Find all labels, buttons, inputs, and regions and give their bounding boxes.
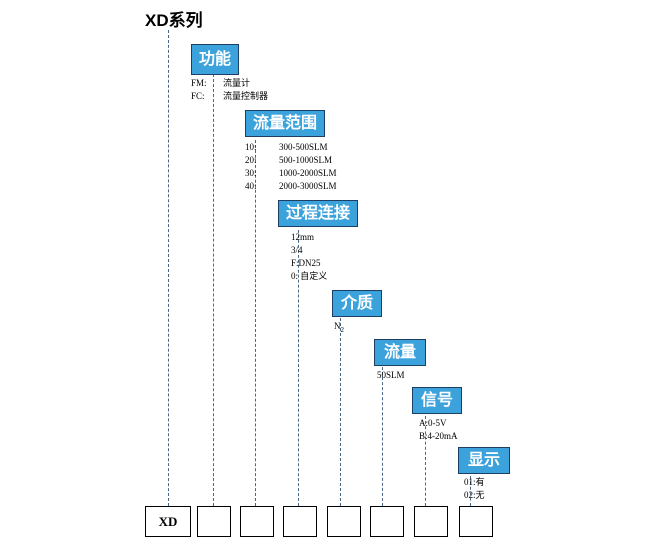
option-code: 40: <box>245 181 257 191</box>
option-desc-medium: N2 <box>334 321 344 334</box>
code-box[interactable] <box>283 506 317 537</box>
category-box-process-connection[interactable]: 过程连接 <box>278 200 358 227</box>
code-box[interactable]: XD <box>145 506 191 537</box>
option-code: 30: <box>245 168 257 178</box>
category-label-signal: 信号 <box>420 391 453 409</box>
code-box[interactable] <box>197 506 231 537</box>
option-row: 10: 300-500SLM <box>245 141 337 154</box>
option-desc: 0: 自定义 <box>291 271 328 281</box>
category-box-flow-range[interactable]: 流量范围 <box>245 110 325 137</box>
connector-line-process <box>298 230 299 506</box>
option-desc: 1000-2000SLM <box>279 168 337 178</box>
option-code: 20: <box>245 155 257 165</box>
option-desc: 12mm <box>291 232 315 242</box>
category-box-flow[interactable]: 流量 <box>374 339 426 366</box>
option-desc: 50SLM <box>377 370 405 380</box>
option-code: FM: <box>191 78 207 88</box>
option-list-process-connection: 12mm 3/4 F:DN25 0: 自定义 <box>291 231 327 283</box>
option-desc: 300-500SLM <box>279 142 328 152</box>
option-desc: A:0-5V <box>419 418 447 428</box>
option-row: FM: 流量计 <box>191 77 268 90</box>
category-label-flow-range: 流量范围 <box>252 114 317 132</box>
connector-line-signal <box>425 416 426 506</box>
option-desc: 流量控制器 <box>223 91 269 101</box>
option-desc: 01:有 <box>464 477 485 487</box>
connector-line-xd <box>168 30 169 506</box>
category-box-signal[interactable]: 信号 <box>412 387 462 414</box>
page-title: XD系列 <box>145 11 203 30</box>
category-box-display[interactable]: 显示 <box>458 447 510 474</box>
code-box[interactable] <box>370 506 404 537</box>
option-list-flow-range: 10: 300-500SLM 20: 500-1000SLM 30: 1000-… <box>245 141 337 193</box>
option-desc: 02:无 <box>464 490 485 500</box>
option-desc: 500-1000SLM <box>279 155 333 165</box>
connector-line-display <box>470 476 471 506</box>
option-desc: 3/4 <box>291 245 303 255</box>
option-list-medium: N2 <box>334 320 344 334</box>
option-row: 40: 2000-3000SLM <box>245 180 337 193</box>
category-label-process-connection: 过程连接 <box>285 204 350 222</box>
option-list-flow: 50SLM <box>377 369 405 382</box>
option-list-display: 01:有 02:无 <box>464 476 485 502</box>
category-box-function[interactable]: 功能 <box>191 44 239 75</box>
category-label-display: 显示 <box>467 451 500 469</box>
code-box[interactable] <box>327 506 361 537</box>
option-code: 10: <box>245 142 257 152</box>
category-label-medium: 介质 <box>340 294 373 312</box>
code-box-value: XD <box>158 513 178 529</box>
option-row: FC: 流量控制器 <box>191 90 268 103</box>
option-code: FC: <box>191 91 205 101</box>
connector-line-flow <box>382 367 383 506</box>
category-label-flow: 流量 <box>383 343 416 361</box>
connector-line-flow-range <box>255 140 256 506</box>
code-box[interactable] <box>414 506 448 537</box>
category-box-medium[interactable]: 介质 <box>332 290 382 317</box>
option-row: 20: 500-1000SLM <box>245 154 337 167</box>
option-list-signal: A:0-5V B:4-20mA <box>419 417 458 443</box>
connector-line-medium <box>340 318 341 506</box>
option-desc: 流量计 <box>223 78 251 88</box>
option-desc: 2000-3000SLM <box>279 181 337 191</box>
option-list-function: FM: 流量计 FC: 流量控制器 <box>191 77 268 103</box>
option-row: 30: 1000-2000SLM <box>245 167 337 180</box>
code-box[interactable] <box>240 506 274 537</box>
connector-line-function <box>213 74 214 506</box>
code-box[interactable] <box>459 506 493 537</box>
category-label-function: 功能 <box>198 50 231 68</box>
option-desc: B:4-20mA <box>419 431 458 441</box>
option-desc: F:DN25 <box>291 258 321 268</box>
